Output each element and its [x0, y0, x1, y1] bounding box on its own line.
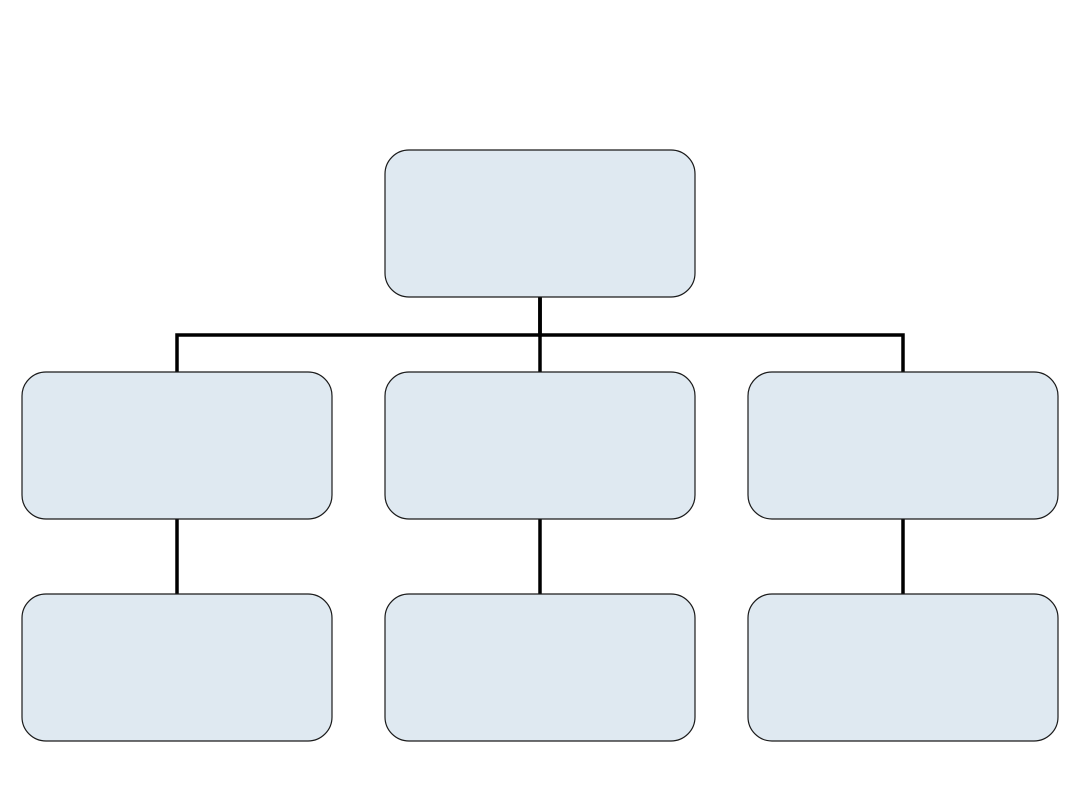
node-box [384, 149, 696, 298]
node-box [21, 593, 333, 742]
node-grandchild-right[interactable] [747, 593, 1059, 742]
node-child-right[interactable] [747, 371, 1059, 520]
node-box [384, 371, 696, 520]
node-box [747, 371, 1059, 520]
node-root[interactable] [384, 149, 696, 298]
connector-root-to-child-left [175, 297, 542, 372]
node-grandchild-center[interactable] [384, 593, 696, 742]
node-box [21, 371, 333, 520]
node-grandchild-left[interactable] [21, 593, 333, 742]
node-child-left[interactable] [21, 371, 333, 520]
connectors-layer [175, 297, 905, 594]
nodes-layer [21, 149, 1059, 742]
node-child-center[interactable] [384, 371, 696, 520]
node-box [384, 593, 696, 742]
node-box [747, 593, 1059, 742]
connector-root-to-child-right [538, 297, 905, 372]
